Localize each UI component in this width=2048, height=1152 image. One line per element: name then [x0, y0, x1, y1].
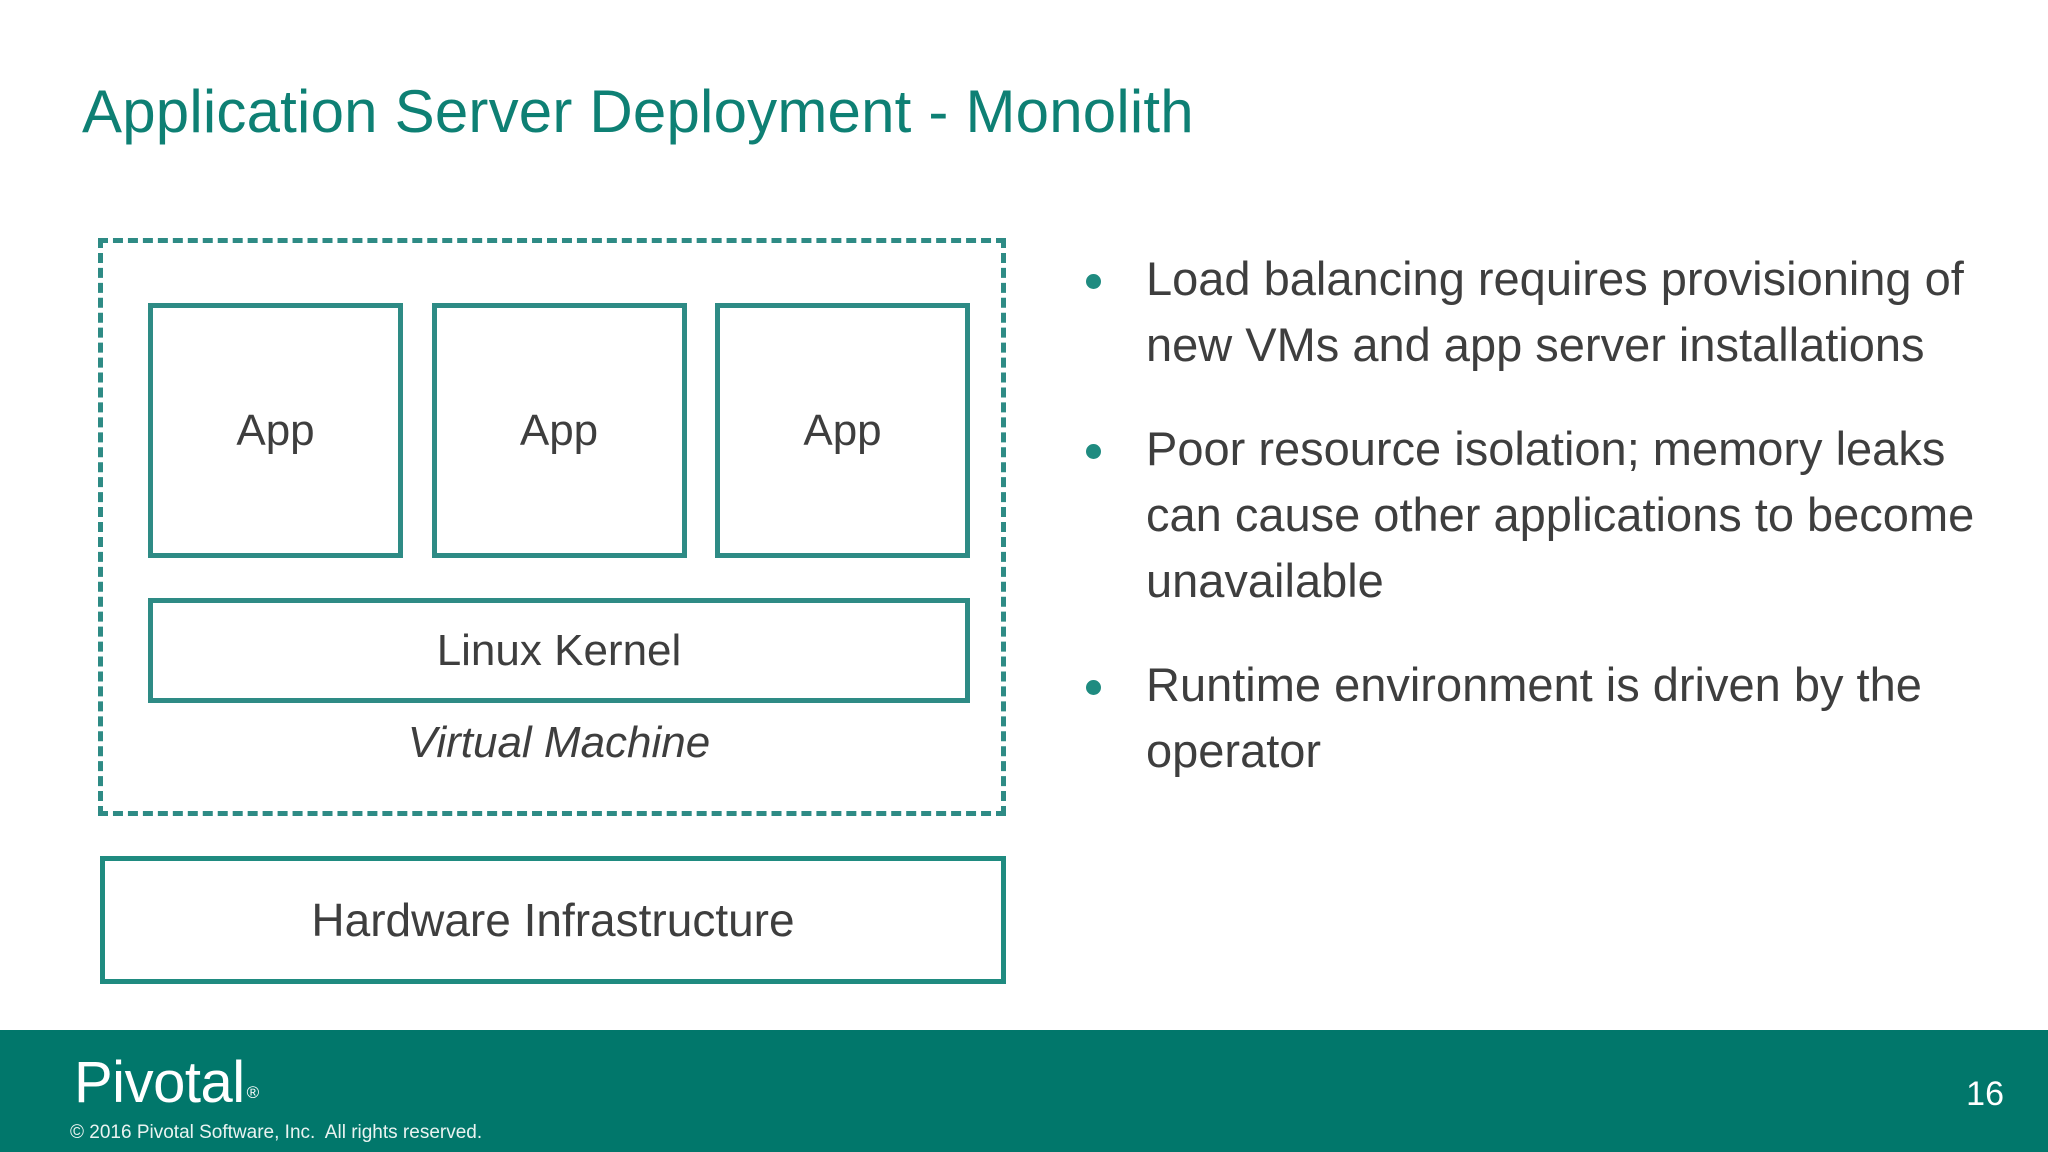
virtual-machine-container: App App App Linux Kernel Virtual Machine	[98, 238, 1006, 816]
linux-kernel-box: Linux Kernel	[148, 598, 970, 703]
bullet-dot-icon	[1086, 444, 1101, 459]
registered-trademark-icon: ®	[246, 1083, 260, 1102]
list-item: Poor resource isolation; memory leaks ca…	[1078, 416, 1998, 614]
list-item: Runtime environment is driven by the ope…	[1078, 652, 1998, 784]
bullet-text: Poor resource isolation; memory leaks ca…	[1146, 422, 1975, 607]
app-box-2-label: App	[519, 405, 599, 455]
app-box-1-label: App	[236, 405, 315, 455]
bullet-list: Load balancing requires provisioning of …	[1078, 246, 1998, 822]
bullet-dot-icon	[1086, 680, 1101, 695]
page-title: Application Server Deployment - Monolith	[82, 78, 1194, 146]
pivotal-logo-text: Pivotal	[74, 1050, 245, 1115]
list-item: Load balancing requires provisioning of …	[1078, 246, 1998, 378]
hardware-infrastructure-label: Hardware Infrastructure	[311, 894, 795, 946]
app-box-row: App App App	[148, 303, 970, 558]
app-box-1: App	[148, 303, 403, 558]
monolith-deployment-diagram: App App App Linux Kernel Virtual Machine…	[98, 238, 1016, 984]
app-box-2: App	[431, 303, 687, 558]
linux-kernel-label: Linux Kernel	[436, 625, 682, 675]
slide-footer: Pivotal® © 2016 Pivotal Software, Inc. A…	[0, 1030, 2048, 1152]
virtual-machine-caption: Virtual Machine	[407, 718, 711, 767]
bullet-text: Runtime environment is driven by the ope…	[1146, 658, 1922, 777]
bullet-dot-icon	[1086, 274, 1101, 289]
hardware-infrastructure-box: Hardware Infrastructure	[100, 856, 1006, 984]
copyright-notice: © 2016 Pivotal Software, Inc. All rights…	[70, 1122, 483, 1143]
bullet-text: Load balancing requires provisioning of …	[1146, 252, 1964, 371]
app-box-3-label: App	[803, 405, 882, 455]
page-number: 16	[1966, 1075, 2004, 1113]
pivotal-logo: Pivotal®	[74, 1052, 259, 1124]
app-box-3: App	[715, 303, 970, 558]
